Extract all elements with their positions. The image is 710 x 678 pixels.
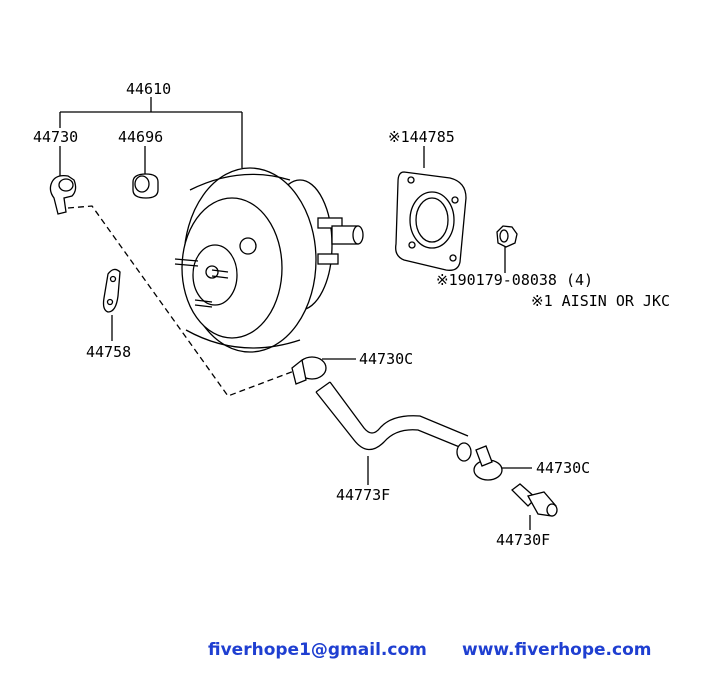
union-fitting-part: [511, 483, 558, 517]
vacuum-hose-part: [315, 381, 472, 462]
clamp-upper-part: [291, 356, 327, 385]
leader-lines: [59, 146, 532, 530]
label-bracket: 44758: [86, 343, 131, 361]
clamp-lower-part: [473, 445, 503, 481]
assembly-leader: [59, 97, 243, 168]
gasket-part: [395, 171, 467, 271]
label-union: 44730F: [496, 531, 550, 549]
check-valve-part: [49, 174, 77, 215]
label-grommet: 44696: [118, 128, 163, 146]
bracket-part: [102, 268, 121, 313]
label-clamp-upper: 44730C: [359, 350, 413, 368]
footer-website: www.fiverhope.com: [462, 640, 652, 660]
footer-email: fiverhope1@gmail.com: [208, 640, 427, 660]
brake-booster-part: [174, 167, 364, 353]
flange-nut-part: [496, 225, 518, 248]
grommet-part: [132, 173, 159, 199]
label-note: ※1 AISIN OR JKC: [531, 292, 670, 310]
label-clamp-lower: 44730C: [536, 459, 590, 477]
vacuum-route-dashed: [67, 205, 303, 397]
label-assembly: 44610: [126, 80, 171, 98]
label-check-valve: 44730: [33, 128, 78, 146]
label-nut: ※190179-08038 (4): [436, 271, 593, 289]
label-gasket: ※144785: [388, 128, 455, 146]
label-hose: 44773F: [336, 486, 390, 504]
